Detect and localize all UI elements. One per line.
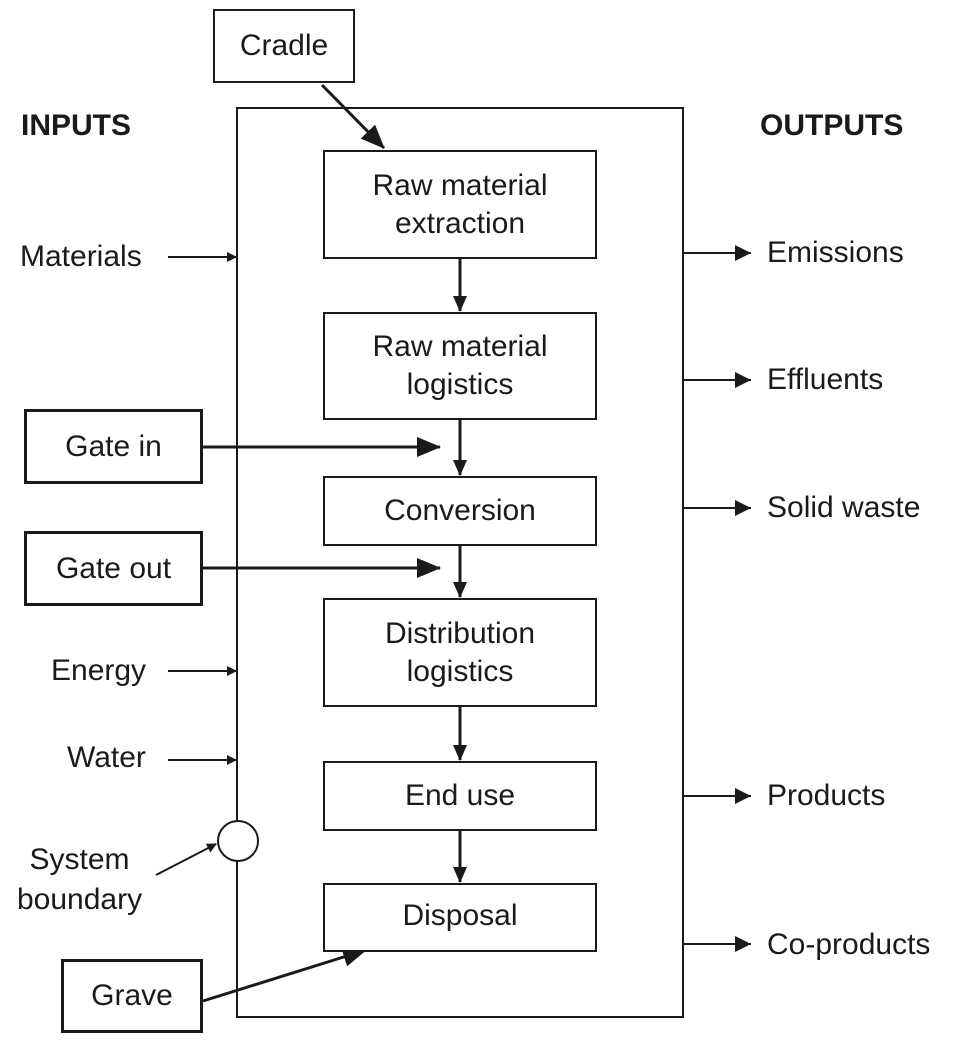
step-label: Conversion xyxy=(384,494,536,527)
output-arrowhead-products xyxy=(735,788,751,804)
system-boundary-label: System boundary xyxy=(17,843,143,916)
system-boundary-rect xyxy=(236,107,684,1018)
step-raw-material-extraction: Raw material extraction xyxy=(323,150,597,259)
inputs-heading: INPUTS xyxy=(21,109,132,142)
system-boundary-marker xyxy=(217,820,259,862)
gate-out-box: Gate out xyxy=(24,531,203,606)
output-label-co-products: Co-products xyxy=(767,928,931,961)
input-label-materials: Materials xyxy=(20,240,142,273)
grave-arrow xyxy=(202,947,367,1003)
output-label-emissions: Emissions xyxy=(767,236,904,269)
step-conversion: Conversion xyxy=(323,476,597,546)
grave-label: Grave xyxy=(91,979,173,1012)
outputs-heading: OUTPUTS xyxy=(760,109,904,142)
system-boundary-pointer xyxy=(155,843,217,876)
step-label: Disposal xyxy=(402,898,518,932)
output-label-solid-waste: Solid waste xyxy=(767,491,921,524)
cradle-arrow xyxy=(320,83,386,150)
step-label: Raw material extraction xyxy=(372,168,548,240)
gate-out-label: Gate out xyxy=(55,551,172,585)
step-label: Raw material logistics xyxy=(372,330,548,401)
cradle-label: Cradle xyxy=(239,29,329,62)
output-arrowhead-emissions xyxy=(735,245,751,261)
cradle-box: Cradle xyxy=(213,9,355,83)
output-label-effluents: Effluents xyxy=(767,363,884,396)
gate-in-label: Gate in xyxy=(65,429,162,463)
output-arrowhead-co-products xyxy=(735,936,751,952)
input-label-energy: Energy xyxy=(51,654,147,687)
step-raw-material-logistics: Raw material logistics xyxy=(323,312,597,420)
input-label-water: Water xyxy=(67,741,146,774)
step-label: Distribution logistics xyxy=(384,616,536,688)
grave-box: Grave xyxy=(61,959,203,1033)
output-label-products: Products xyxy=(767,779,886,812)
step-disposal: Disposal xyxy=(323,883,597,952)
step-end-use: End use xyxy=(323,761,597,831)
step-label: End use xyxy=(404,779,516,812)
output-arrowhead-effluents xyxy=(735,372,751,388)
step-distribution-logistics: Distribution logistics xyxy=(323,598,597,707)
gate-in-box: Gate in xyxy=(24,409,203,484)
output-arrowhead-solid-waste xyxy=(735,500,751,516)
